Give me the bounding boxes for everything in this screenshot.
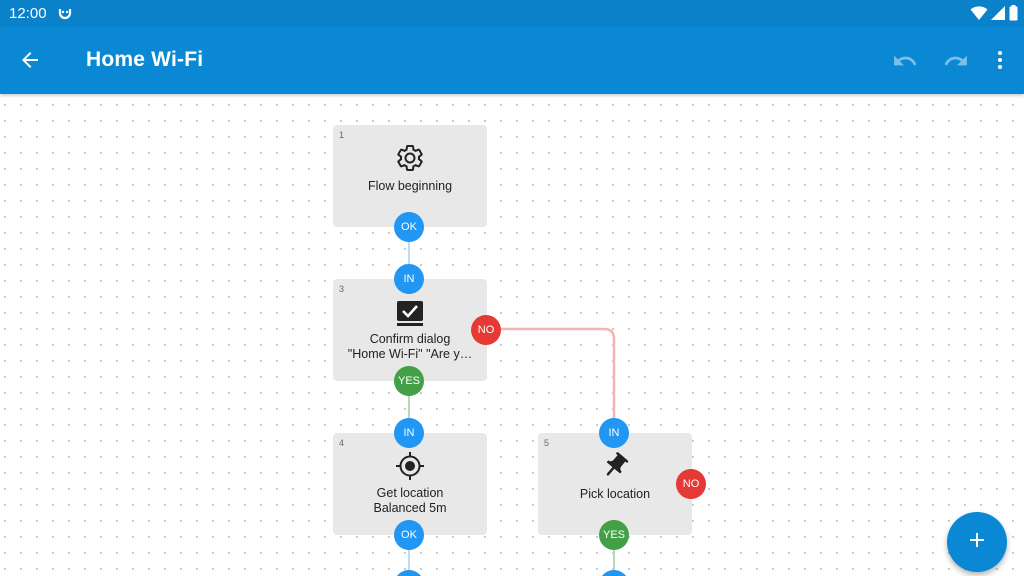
back-arrow-icon[interactable]	[18, 48, 42, 72]
block-number: 1	[339, 130, 345, 140]
app-bar: Home Wi-Fi	[0, 26, 1024, 94]
more-vert-icon[interactable]	[988, 48, 1012, 72]
port-in[interactable]: IN	[599, 418, 629, 448]
port-no[interactable]: NO	[471, 315, 501, 345]
flow-connections	[408, 242, 616, 576]
add-block-button[interactable]	[947, 512, 1007, 572]
redo-icon[interactable]	[943, 48, 969, 74]
crosshair-icon	[395, 451, 425, 481]
port-in-partial[interactable]	[599, 570, 629, 576]
wifi-icon	[970, 5, 988, 26]
pin-icon	[600, 451, 630, 481]
flow-block-beginning[interactable]: 1 Flow beginning	[333, 125, 487, 227]
flow-canvas[interactable]: 1 Flow beginning OK IN 3 Confirm dialog …	[0, 94, 1024, 576]
page-title: Home Wi-Fi	[86, 48, 204, 71]
add-icon	[965, 528, 989, 557]
wire-3-to-5	[500, 327, 616, 418]
port-in[interactable]: IN	[394, 418, 424, 448]
undo-icon[interactable]	[892, 48, 918, 74]
status-time: 12:00	[9, 5, 47, 22]
port-yes[interactable]: YES	[599, 520, 629, 550]
confirm-dialog-icon	[395, 299, 425, 329]
gear-icon	[395, 143, 425, 173]
port-in-partial[interactable]	[394, 570, 424, 576]
port-ok[interactable]: OK	[394, 212, 424, 242]
notification-face-icon	[57, 5, 73, 26]
block-label: Get location	[376, 486, 444, 500]
block-number: 5	[544, 438, 550, 448]
port-ok[interactable]: OK	[394, 520, 424, 550]
flow-block-get-location[interactable]: 4 Get location Balanced 5m	[333, 433, 487, 535]
port-no[interactable]: NO	[676, 469, 706, 499]
block-sublabel: "Home Wi-Fi" "Are y…	[347, 347, 473, 361]
battery-icon	[1009, 5, 1018, 26]
status-bar: 12:00	[0, 0, 1024, 26]
block-number: 4	[339, 438, 345, 448]
block-label: Flow beginning	[367, 179, 453, 193]
signal-icon	[991, 5, 1006, 26]
block-label: Confirm dialog	[369, 332, 451, 346]
flow-block-confirm-dialog[interactable]: 3 Confirm dialog "Home Wi-Fi" "Are y…	[333, 279, 487, 381]
flow-block-pick-location[interactable]: 5 Pick location	[538, 433, 692, 535]
block-sublabel: Balanced 5m	[373, 501, 447, 515]
port-in[interactable]: IN	[394, 264, 424, 294]
block-number: 3	[339, 284, 345, 294]
block-label: Pick location	[579, 487, 651, 501]
port-yes[interactable]: YES	[394, 366, 424, 396]
